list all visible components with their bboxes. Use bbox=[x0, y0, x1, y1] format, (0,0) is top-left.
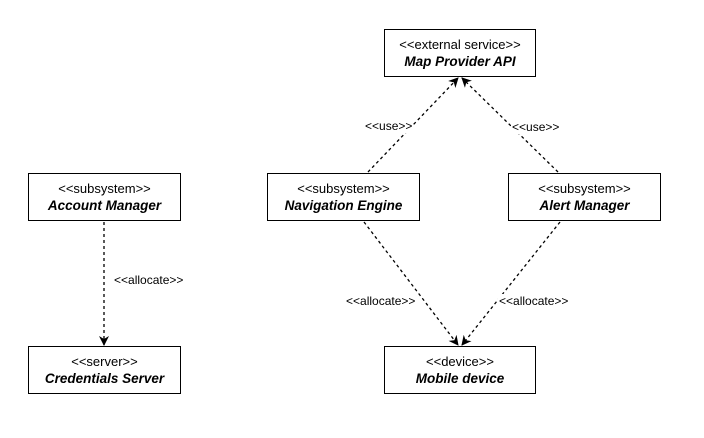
edge-alert-use-map bbox=[461, 77, 559, 173]
node-navigation-engine[interactable]: <<subsystem>> Navigation Engine bbox=[267, 173, 420, 221]
node-name: Mobile device bbox=[415, 370, 505, 386]
node-name: Account Manager bbox=[47, 197, 162, 213]
node-stereotype: <<subsystem>> bbox=[58, 180, 151, 196]
node-alert-manager[interactable]: <<subsystem>> Alert Manager bbox=[508, 173, 661, 221]
edge-alert-allocate-mobile bbox=[461, 221, 561, 346]
edge-label-account-allocate: <<allocate>> bbox=[113, 273, 185, 287]
node-stereotype: <<server>> bbox=[71, 353, 138, 369]
node-name: Map Provider API bbox=[404, 53, 516, 69]
node-name: Navigation Engine bbox=[284, 197, 403, 213]
node-name: Credentials Server bbox=[44, 370, 165, 386]
node-stereotype: <<external service>> bbox=[399, 36, 521, 52]
edge-label-nav-allocate: <<allocate>> bbox=[345, 294, 417, 308]
edge-nav-allocate-mobile bbox=[363, 221, 459, 346]
node-map-provider-api[interactable]: <<external service>> Map Provider API bbox=[384, 29, 536, 77]
edge-label-nav-use: <<use>> bbox=[364, 119, 414, 133]
node-stereotype: <<subsystem>> bbox=[538, 180, 631, 196]
node-mobile-device[interactable]: <<device>> Mobile device bbox=[384, 346, 536, 394]
node-name: Alert Manager bbox=[539, 197, 630, 213]
edge-label-alert-use: <<use>> bbox=[511, 120, 561, 134]
node-stereotype: <<subsystem>> bbox=[297, 180, 390, 196]
node-account-manager[interactable]: <<subsystem>> Account Manager bbox=[28, 173, 181, 221]
edge-nav-use-map bbox=[367, 77, 459, 173]
node-stereotype: <<device>> bbox=[426, 353, 494, 369]
node-credentials-server[interactable]: <<server>> Credentials Server bbox=[28, 346, 181, 394]
edge-label-alert-allocate: <<allocate>> bbox=[498, 294, 570, 308]
